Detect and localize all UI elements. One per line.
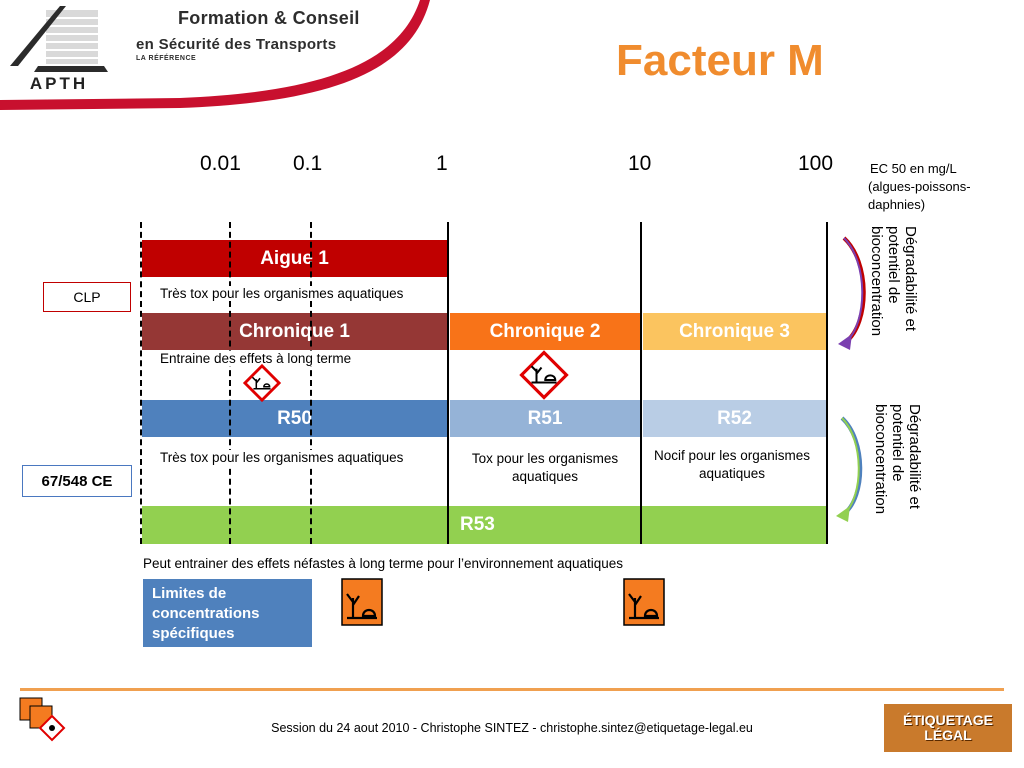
etiquetage-legal-logo: ÉTIQUETAGE LÉGAL bbox=[884, 704, 1012, 752]
degradability-top-label: Dégradabilité et potentiel de bioconcent… bbox=[868, 226, 919, 337]
r50-note: Très tox pour les organismes aquatiques bbox=[160, 450, 404, 465]
apth-logo-icon bbox=[10, 6, 108, 72]
tick-label: 1 bbox=[436, 152, 448, 175]
band-r53-bar bbox=[142, 506, 826, 544]
band-aigue1: Aigue 1 bbox=[142, 240, 447, 277]
tick-label: 0.1 bbox=[293, 152, 323, 175]
org-name-line1: Formation & Conseil bbox=[178, 8, 360, 28]
scale-line-100 bbox=[640, 222, 642, 544]
degradability-top-wrapper: Dégradabilité et potentiel de bioconcent… bbox=[868, 226, 932, 360]
curved-arrow-top-icon bbox=[838, 236, 866, 350]
slide-title: Facteur M bbox=[616, 36, 824, 85]
org-name-line2: en Sécurité des Transports bbox=[136, 36, 337, 53]
org-tagline: LA RÉFÉRENCE bbox=[136, 55, 197, 62]
unit-label-line2: (algues-poissons- bbox=[868, 179, 971, 194]
footer-session-text: Session du 24 aout 2010 - Christophe SIN… bbox=[271, 721, 753, 735]
scale-line-10 bbox=[447, 222, 449, 544]
degradability-bottom-wrapper: Dégradabilité et potentiel de bioconcent… bbox=[872, 404, 936, 538]
logo-text: APTH bbox=[29, 74, 89, 93]
degradability-bottom-label: Dégradabilité et potentiel de bioconcent… bbox=[872, 404, 923, 515]
band-chronique2: Chronique 2 bbox=[450, 313, 640, 350]
dangerous-for-environment-right-icon bbox=[623, 578, 665, 626]
etiquetage-legal-logo-text: ÉTIQUETAGE LÉGAL bbox=[903, 712, 993, 743]
unit-label-line3: daphnies) bbox=[868, 197, 926, 212]
ghs09-environment-large-icon bbox=[519, 350, 569, 400]
aigue-note: Très tox pour les organismes aquatiques bbox=[160, 286, 404, 301]
band-chronique3: Chronique 3 bbox=[643, 313, 826, 350]
clp-label: CLP bbox=[43, 282, 131, 312]
band-r50: R50 bbox=[142, 400, 447, 437]
scale-line-0.01 bbox=[140, 222, 142, 544]
specific-limits-box: Limites de concentrations spécifiques bbox=[143, 579, 312, 647]
scale-line-1 bbox=[310, 222, 312, 544]
band-r53-label: R53 bbox=[460, 514, 495, 535]
r51-note: Tox pour les organismes aquatiques bbox=[471, 451, 619, 484]
footer-divider bbox=[20, 688, 1004, 691]
curved-arrow-bottom-icon bbox=[836, 416, 863, 522]
header-swoosh bbox=[0, 0, 430, 110]
band-chronique1: Chronique 1 bbox=[142, 313, 447, 350]
band-r52: R52 bbox=[643, 400, 826, 437]
chronique-note: Entraine des effets à long terme bbox=[160, 351, 352, 366]
r52-note: Nocif pour les organismes aquatiques bbox=[653, 448, 811, 481]
ghs09-environment-small-icon bbox=[243, 364, 281, 402]
r53-note: Peut entrainer des effets néfastes à lon… bbox=[143, 556, 624, 571]
tick-label: 10 bbox=[628, 152, 652, 175]
ce-directive-label: 67/548 CE bbox=[22, 465, 132, 497]
tick-label: 100 bbox=[798, 152, 834, 175]
scale-line-end bbox=[826, 222, 828, 544]
dangerous-for-environment-left-icon bbox=[341, 578, 383, 626]
scale-line-0.1 bbox=[229, 222, 231, 544]
tick-label: 0.01 bbox=[200, 152, 241, 175]
hazard-labels-logo-icon bbox=[19, 697, 66, 742]
unit-label-line1: EC 50 en mg/L bbox=[870, 161, 957, 176]
band-r51: R51 bbox=[450, 400, 640, 437]
